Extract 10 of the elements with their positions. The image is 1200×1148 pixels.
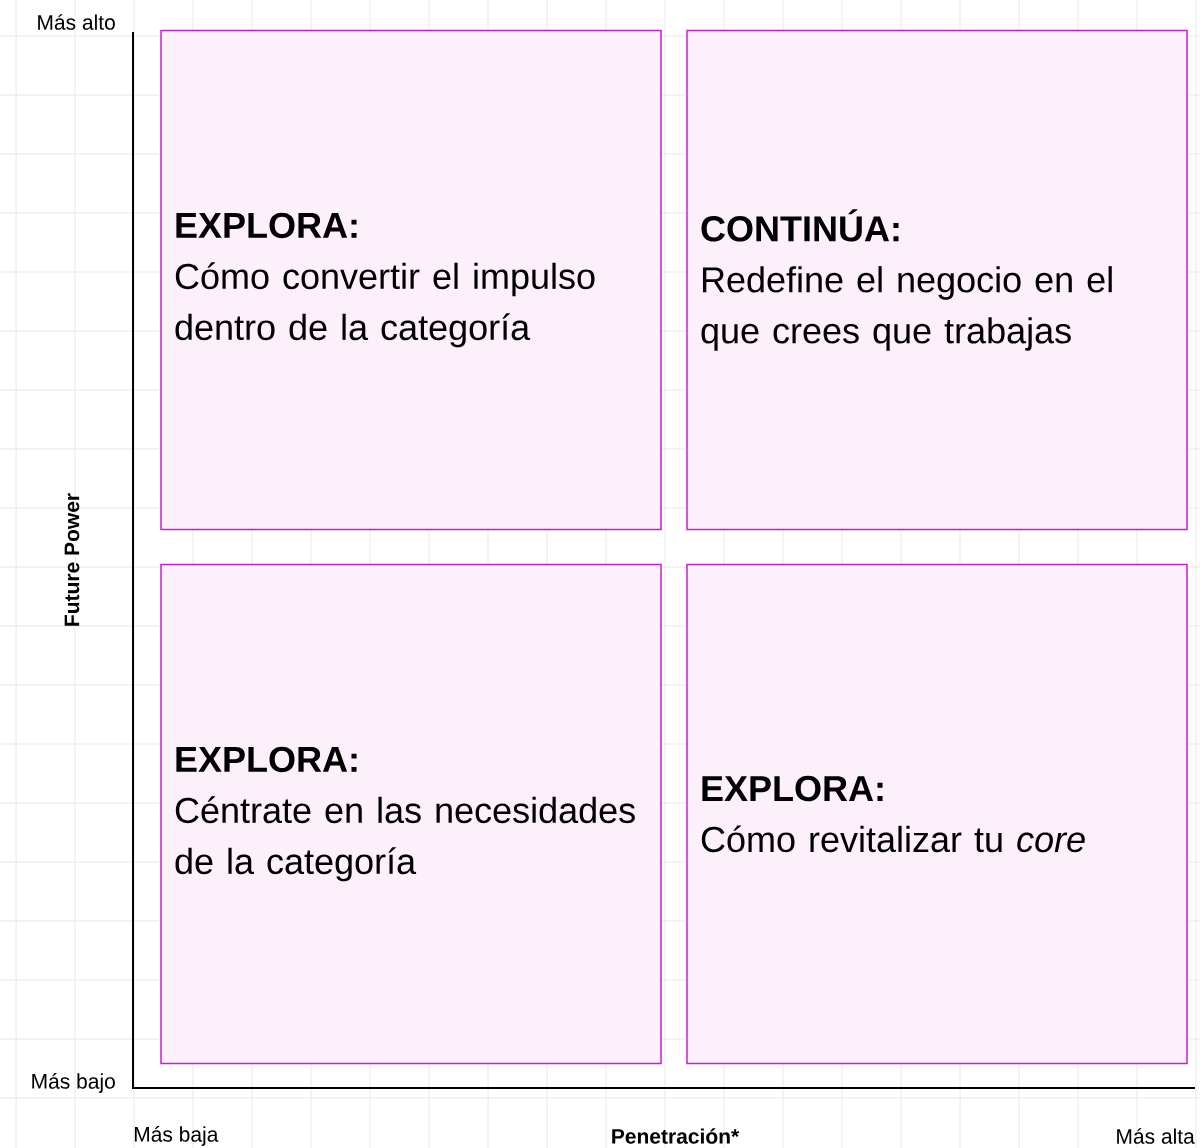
axis-label: Más alto xyxy=(38,14,115,30)
axis-title: Penetración* xyxy=(612,1128,740,1144)
axis-title: Future Power xyxy=(64,493,80,626)
quadrant-box: EXPLORA: Cómo revitalizar tu core xyxy=(686,563,1188,1065)
axis-label: Más alta xyxy=(1117,1128,1195,1144)
axis-label: Más bajo xyxy=(32,1073,115,1093)
quadrant-box: EXPLORA: Cómo convertir el impulso dentro de la categoría xyxy=(160,29,662,531)
axis-label: Más baja xyxy=(134,1126,219,1146)
quadrant-box: CONTINÚA: Redefine el negocio en el que crees que trabajas xyxy=(686,29,1188,531)
quadrant-box: EXPLORA: Céntrate en las necesidades de la categoría xyxy=(160,563,662,1065)
